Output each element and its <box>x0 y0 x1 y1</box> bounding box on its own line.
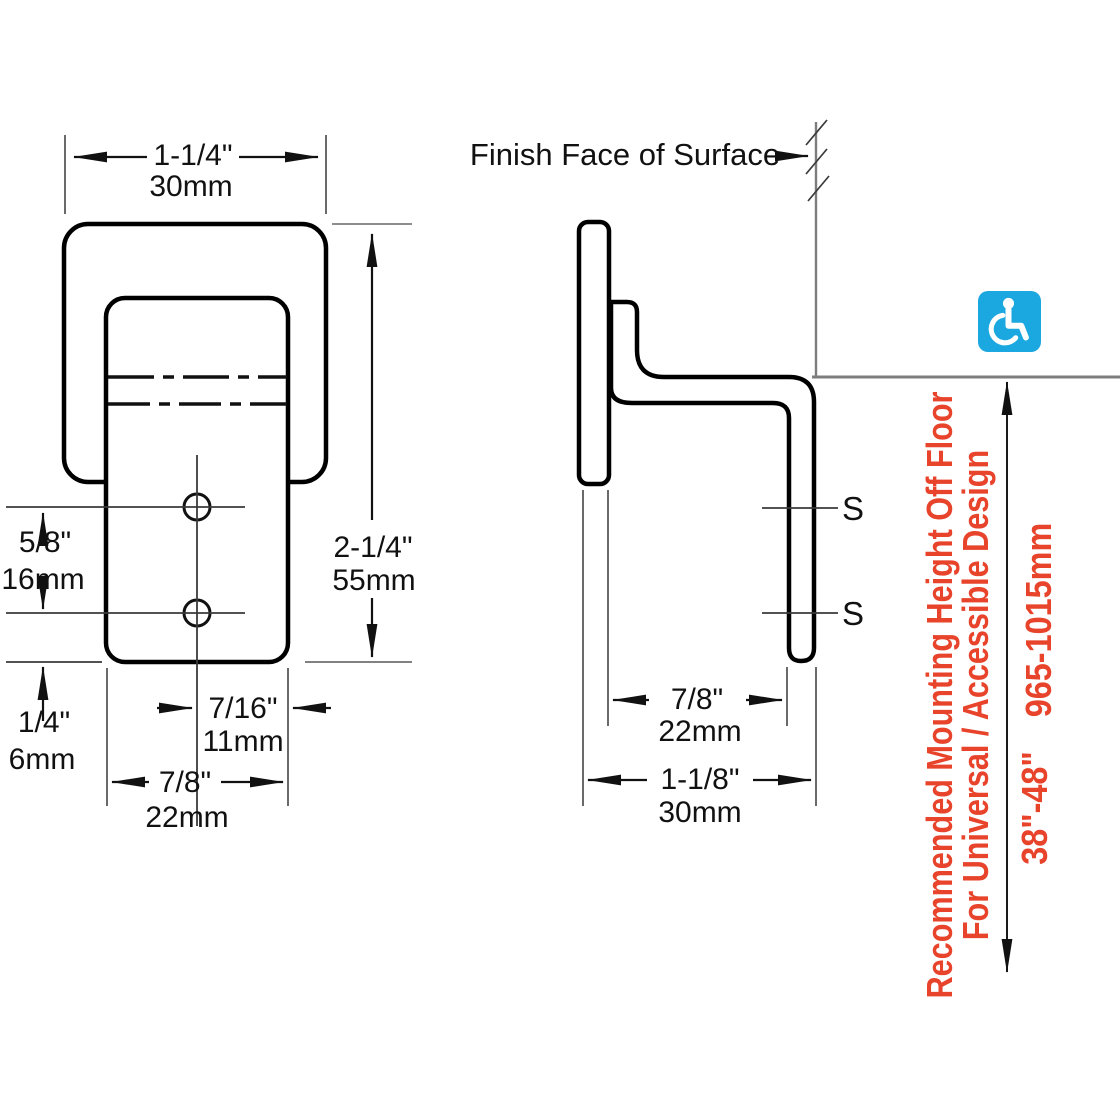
front-width-mm-label: 30mm <box>149 170 233 203</box>
projection-inch-label: 1-1/8" <box>660 763 740 796</box>
wheelchair-symbol <box>988 297 1029 345</box>
edge-offset-inch-label: 1/4" <box>17 706 71 739</box>
wall-hatch-1 <box>805 119 828 146</box>
hook-gap-mm-label: 22mm <box>658 715 742 748</box>
front-height-mm-label: 55mm <box>332 564 416 597</box>
hole-spacing-inch-label: 5/8" <box>18 526 72 559</box>
wheelchair-accessible-icon <box>978 291 1041 352</box>
side-back-plate-outline <box>576 219 612 487</box>
front-height-inch-label: 2-1/4" <box>333 531 413 564</box>
hole-spacing-mm-label: 16mm <box>1 563 85 596</box>
front-view <box>6 135 412 826</box>
edge-offset-mm-label: 6mm <box>8 743 76 776</box>
plate-width-mm-label: 22mm <box>145 801 229 834</box>
screw-label-top: S <box>841 490 865 527</box>
mounting-range-metric: 965-1015mm <box>1018 522 1059 718</box>
wall-hatch-3 <box>807 175 830 202</box>
mounting-note-line-1: Recommended Mounting Height Off Floor <box>919 391 960 999</box>
hole-to-edge-mm-label: 11mm <box>202 725 284 758</box>
projection-mm-label: 30mm <box>658 796 742 829</box>
hook-gap-inch-label: 7/8" <box>670 683 724 716</box>
mounting-note-line-2: For Universal / Accessible Design <box>955 449 996 941</box>
hole-to-edge-inch-label: 7/16" <box>208 692 278 725</box>
plate-width-inch-label: 7/8" <box>158 766 212 799</box>
screw-label-bottom: S <box>841 595 865 632</box>
mounting-note: Recommended Mounting Height Off Floor Fo… <box>919 372 996 1018</box>
mounting-range-imperial: 38"-48" <box>1014 751 1055 865</box>
side-hook-arm-outline <box>608 299 817 664</box>
front-width-inch-label: 1-1/4" <box>153 139 233 172</box>
finish-face-label: Finish Face of Surface <box>469 137 781 172</box>
wall-hatch-2 <box>805 148 828 175</box>
side-view <box>576 119 838 806</box>
mounting-height-annotation <box>812 375 1120 973</box>
